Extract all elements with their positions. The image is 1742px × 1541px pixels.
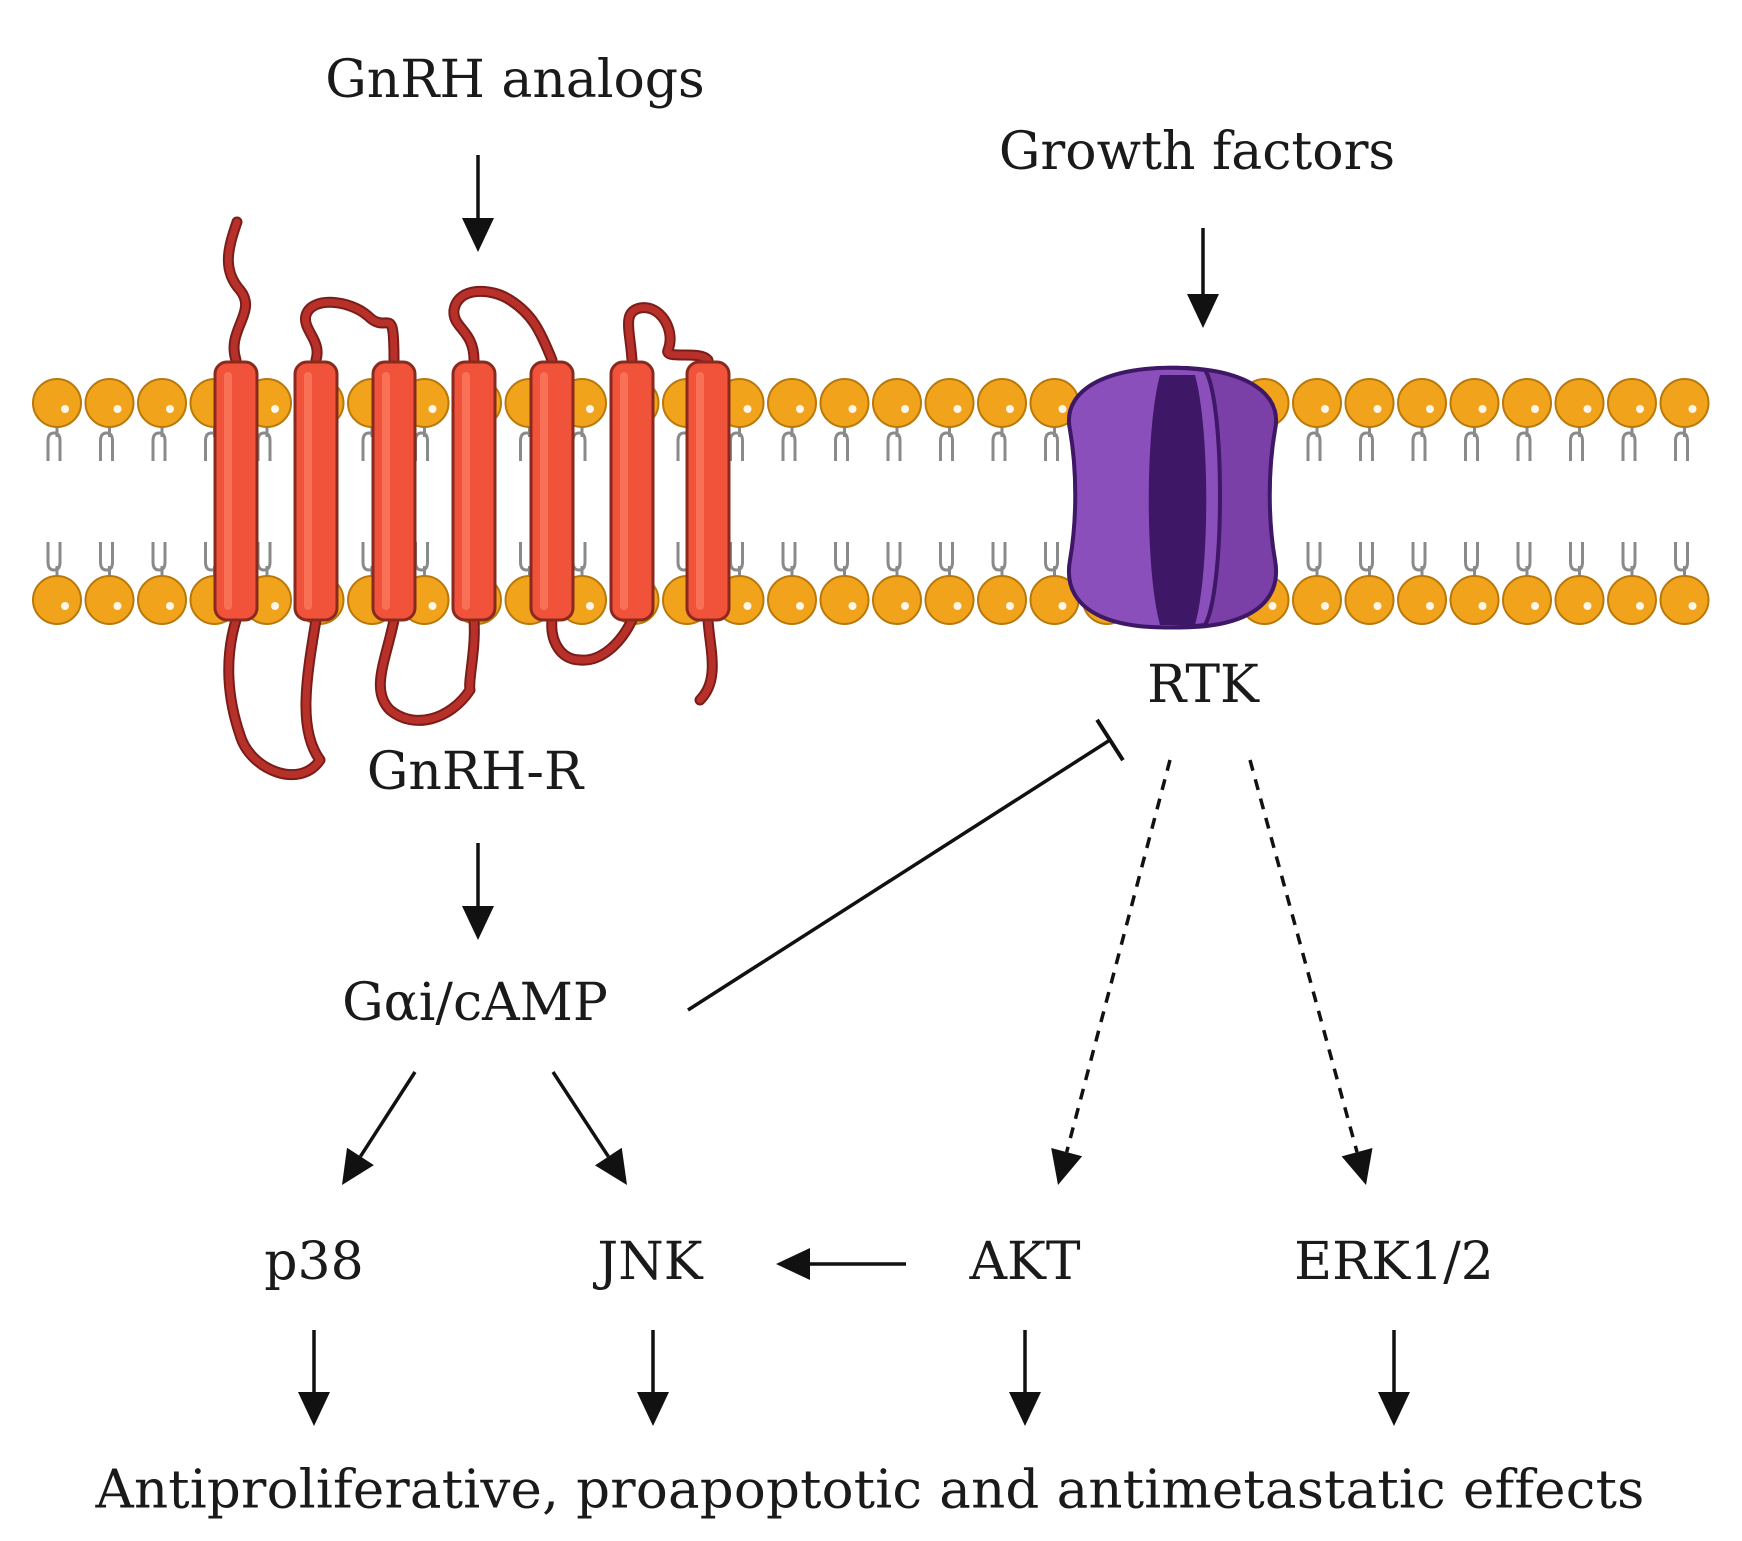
lipid-head <box>1344 575 1395 625</box>
label-rtk: RTK <box>1147 655 1259 715</box>
lipid-tail <box>886 427 902 576</box>
arrow-jnk-to-effects <box>637 1330 669 1426</box>
receptor-helix <box>529 360 575 622</box>
lipid-head <box>977 575 1027 625</box>
lipid-tail <box>1674 427 1689 576</box>
lipid-tail <box>1411 427 1427 576</box>
lipid-head <box>1292 575 1342 625</box>
lipid-tail <box>571 427 587 576</box>
arrow-receptor-to-gai <box>462 843 494 940</box>
rtk-receptor-icon <box>1066 365 1279 630</box>
arrow-rtk-to-akt <box>1051 759 1172 1185</box>
lipid-tail <box>729 427 744 576</box>
receptor-helix <box>371 360 417 622</box>
lipid-head <box>32 575 82 625</box>
lipid-head <box>137 378 187 428</box>
lipid-head <box>1554 575 1605 625</box>
arrow-erk-to-effects <box>1378 1330 1410 1426</box>
lipid-tail <box>939 427 954 576</box>
lipid-tail <box>1044 427 1059 576</box>
lipid-head <box>1659 575 1710 625</box>
lipid-head <box>1554 378 1605 428</box>
lipid-tail <box>1621 427 1637 576</box>
receptor-loop <box>224 218 716 779</box>
lipid-head <box>819 575 870 625</box>
receptor-helix <box>609 360 655 622</box>
arrow-akt-to-effects <box>1009 1330 1041 1426</box>
label-akt: AKT <box>969 1232 1081 1292</box>
lipid-head <box>819 378 870 428</box>
gnrh-receptor-icon <box>213 216 731 781</box>
receptor-helix <box>451 360 497 622</box>
lipid-tail <box>151 427 167 576</box>
lipid-tail <box>256 427 272 576</box>
lipid-head <box>84 378 135 428</box>
lipid-head <box>1397 378 1447 428</box>
lipid-tail <box>1359 427 1374 576</box>
lipid-head <box>1502 575 1552 625</box>
label-gnrh-analogs: GnRH analogs <box>325 50 705 110</box>
receptor-helix <box>293 360 339 622</box>
lipid-head <box>767 575 817 625</box>
lipid-head <box>767 378 817 428</box>
inhibition-gai-to-rtk <box>687 718 1125 1012</box>
arrow-gai-to-jnk <box>551 1071 627 1185</box>
lipid-head <box>1607 378 1657 428</box>
lipid-head <box>1607 575 1657 625</box>
label-erk: ERK1/2 <box>1294 1232 1494 1292</box>
lipid-tail <box>1464 427 1479 576</box>
label-gnrh-r: GnRH-R <box>366 742 584 802</box>
lipid-head <box>924 575 975 625</box>
lipid-head <box>1397 575 1447 625</box>
arrow-analogs-to-receptor <box>462 155 494 252</box>
lipid-tail <box>1516 427 1532 576</box>
lipid-tail <box>1569 427 1584 576</box>
lipid-tail <box>781 427 797 576</box>
label-p38: p38 <box>264 1232 364 1292</box>
arrow-gai-to-p38 <box>342 1071 417 1185</box>
lipid-bilayer <box>32 378 1710 625</box>
lipid-head <box>1502 378 1552 428</box>
lipid-head <box>84 575 135 625</box>
lipid-head <box>977 378 1027 428</box>
lipid-tail <box>991 427 1007 576</box>
lipid-head <box>1344 378 1395 428</box>
lipid-head <box>32 378 82 428</box>
lipid-head <box>1449 575 1500 625</box>
arrow-p38-to-effects <box>298 1330 330 1426</box>
arrow-growth-factors-to-rtk <box>1187 228 1219 328</box>
lipid-tail <box>46 427 62 576</box>
pathway-arrows <box>298 155 1410 1426</box>
lipid-tail <box>99 427 114 576</box>
receptor-helix <box>685 360 731 622</box>
arrow-rtk-to-erk <box>1248 759 1373 1185</box>
lipid-head <box>1449 378 1500 428</box>
rtk-core <box>1148 375 1207 625</box>
receptor-helix <box>213 360 259 622</box>
lipid-tail <box>414 427 429 576</box>
lipid-head <box>137 575 187 625</box>
lipid-head <box>1292 378 1342 428</box>
lipid-head <box>872 378 922 428</box>
lipid-head <box>872 575 922 625</box>
arrow-akt-to-jnk <box>776 1248 906 1280</box>
lipid-head <box>924 378 975 428</box>
label-gai-camp: Gαi/cAMP <box>342 973 608 1033</box>
lipid-tail <box>834 427 849 576</box>
label-effects: Antiproliferative, proapoptotic and anti… <box>95 1459 1645 1521</box>
label-growth-factors: Growth factors <box>998 122 1396 182</box>
lipid-tail <box>1306 427 1322 576</box>
label-jnk: JNK <box>597 1232 703 1292</box>
lipid-head <box>1659 378 1710 428</box>
